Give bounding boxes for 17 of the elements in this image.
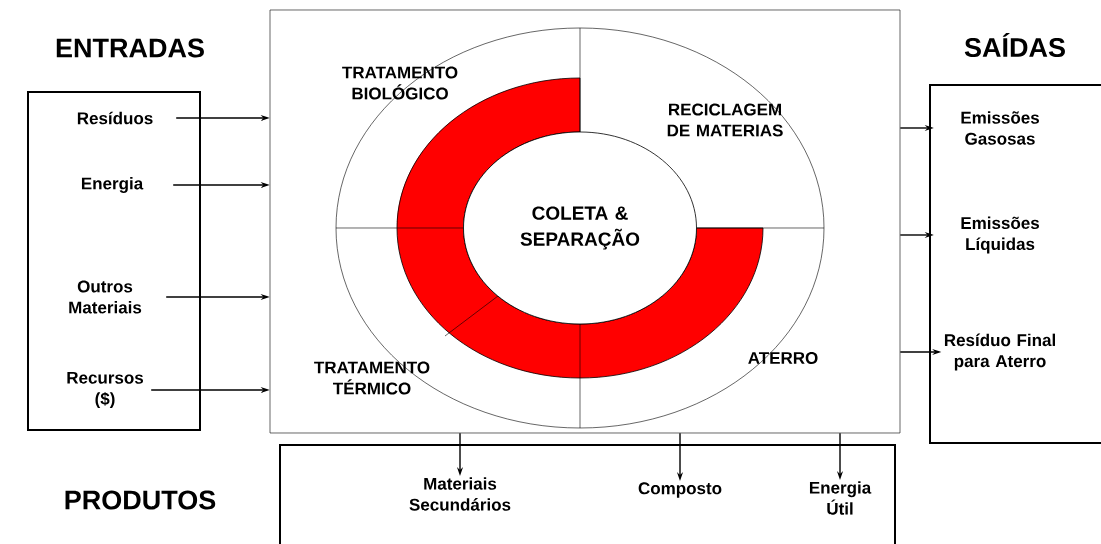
input-label: Resíduos: [77, 111, 153, 125]
heading: SAÍDAS: [964, 32, 1065, 58]
sector-label: TRATAMENTO TÉRMICO: [314, 361, 430, 395]
product-label: Materiais Secundários: [409, 477, 511, 511]
product-label: Composto: [638, 482, 722, 498]
heading: ENTRADAS: [56, 38, 204, 58]
sector-label: ATERRO: [748, 352, 818, 364]
input-label: Recursos ($): [67, 371, 144, 409]
input-label: Outros Materiais: [69, 280, 142, 314]
heading: PRODUTOS: [65, 490, 216, 510]
system-frame: [269, 9, 901, 434]
product-label: Energia Útil: [809, 481, 872, 515]
output-label: Resíduo Final para Aterro: [944, 333, 1055, 371]
output-label: Emissões Líquidas: [961, 216, 1039, 254]
output-label: Emissões Gasosas: [961, 111, 1039, 145]
input-label: Energia: [81, 177, 144, 193]
sector-label: TRATAMENTO BIOLÓGICO: [342, 66, 458, 100]
